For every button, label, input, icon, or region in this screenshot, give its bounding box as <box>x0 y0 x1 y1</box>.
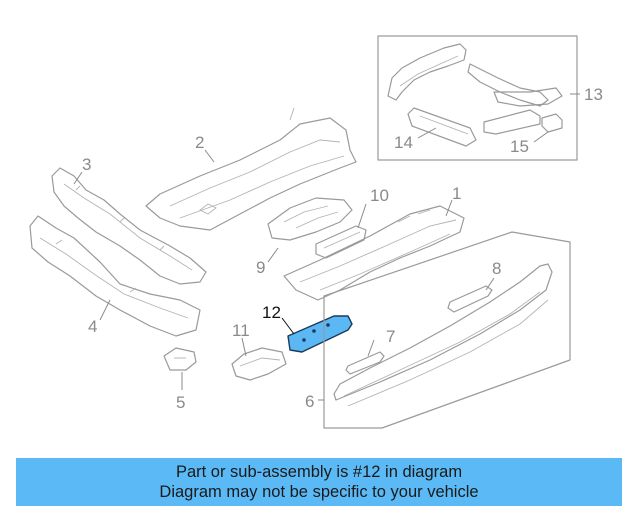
callout-6: 6 <box>305 392 314 411</box>
part-1-rear-floor <box>283 205 465 301</box>
callout-14: 14 <box>394 133 413 152</box>
part-12-reinforcement <box>287 315 353 353</box>
callout-1: 1 <box>452 184 461 203</box>
part-10-bracket <box>315 225 367 259</box>
part-11-bracket <box>231 347 287 381</box>
callout-2: 2 <box>195 133 204 152</box>
callout-12: 12 <box>262 303 281 322</box>
callout-11: 11 <box>232 321 250 340</box>
part-5-small-bracket <box>163 347 197 371</box>
part-7-reinforcement <box>345 351 385 375</box>
part-9-panel <box>267 197 353 241</box>
info-banner: Part or sub-assembly is #12 in diagram D… <box>16 458 622 506</box>
banner-line-2: Diagram may not be specific to your vehi… <box>159 483 479 501</box>
banner-line-1: Part or sub-assembly is #12 in diagram <box>175 463 463 481</box>
parts-diagram: 1 2 3 4 5 6 7 8 9 10 11 12 13 14 15 <box>29 35 603 429</box>
callout-13: 13 <box>584 85 603 104</box>
callout-labels: 1 2 3 4 5 6 7 8 9 10 11 12 13 14 15 <box>82 85 603 412</box>
callout-5: 5 <box>176 393 185 412</box>
subassembly-box-13 <box>377 35 578 161</box>
part-4-lower-rail <box>29 215 201 337</box>
callout-15: 15 <box>510 137 529 156</box>
callout-3: 3 <box>82 155 91 174</box>
callout-7: 7 <box>386 327 395 346</box>
callout-10: 10 <box>370 186 389 205</box>
part-6-rocker-box <box>323 231 571 429</box>
callout-9: 9 <box>256 258 265 277</box>
callout-4: 4 <box>88 317 97 336</box>
leader-lines <box>73 93 580 401</box>
part-3-upper-rail <box>51 167 207 285</box>
callout-8: 8 <box>492 259 501 278</box>
part-8-reinforcement <box>447 285 493 313</box>
part-2-floor-tunnel <box>145 107 357 231</box>
